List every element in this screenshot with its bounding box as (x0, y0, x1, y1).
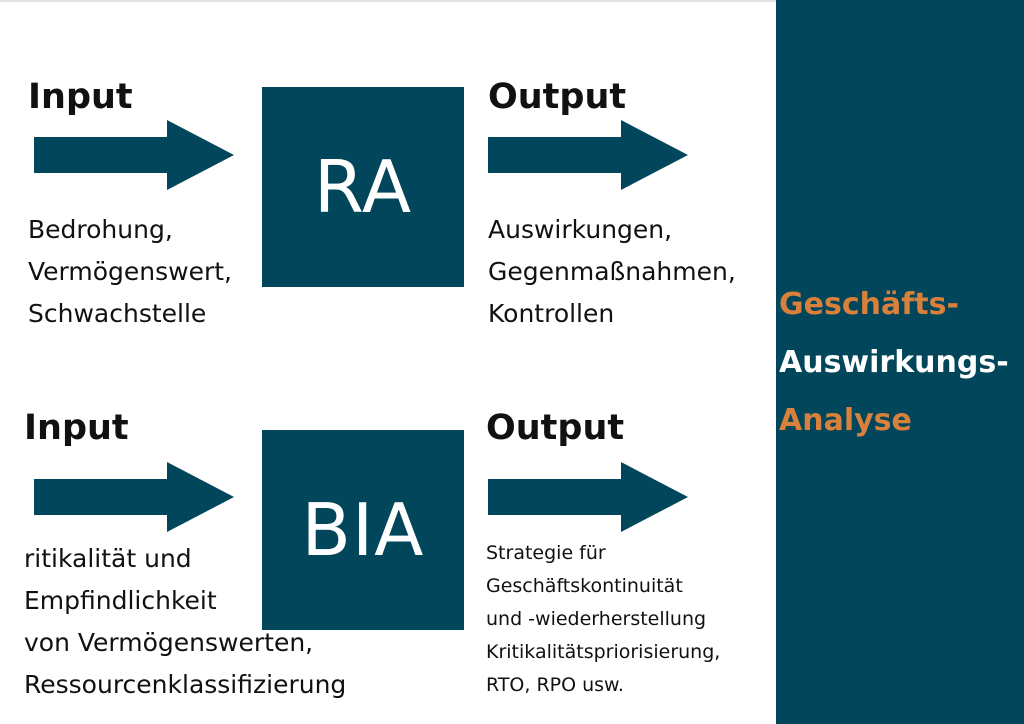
bia-input-line: Ressourcenklassifizierung (24, 670, 347, 699)
side-panel: Geschäfts- Auswirkungs- Analyse (776, 0, 1024, 724)
bia-input-line: von Vermögenswerten, (24, 628, 314, 657)
ra-output-line: Gegenmaßnahmen, (488, 257, 736, 286)
bia-input-line: ritikalität und (24, 544, 192, 573)
side-panel-title: Geschäfts- Auswirkungs- Analyse (779, 276, 1009, 450)
bia-input-text: ritikalität und Empfindlichkeit von Verm… (24, 538, 346, 706)
ra-output-arrow-icon (488, 120, 688, 190)
ra-output-text: Auswirkungen, Gegenmaßnahmen, Kontrollen (488, 209, 736, 335)
ra-input-line: Vermögenswert, (28, 257, 233, 286)
bia-output-line: RTO, RPO usw. (486, 674, 624, 696)
bia-output-label: Output (486, 408, 625, 448)
ra-input-label: Input (28, 77, 133, 117)
bia-output-line: Strategie für (486, 542, 606, 564)
bia-box-label: BIA (301, 488, 425, 572)
ra-input-line: Schwachstelle (28, 299, 207, 328)
side-panel-line-1: Geschäfts- (779, 287, 959, 322)
bia-output-line: und -wiederherstellung (486, 608, 707, 630)
bia-input-label: Input (24, 408, 129, 448)
bia-output-arrow-icon (488, 462, 688, 532)
bia-box: BIA (262, 430, 464, 630)
ra-output-label: Output (488, 77, 627, 117)
bia-output-text: Strategie für Geschäftskontinuität und -… (486, 537, 720, 702)
bia-output-line: Kritikalitätspriorisierung, (486, 641, 721, 663)
ra-output-line: Auswirkungen, (488, 215, 673, 244)
top-divider (0, 0, 776, 2)
ra-output-line: Kontrollen (488, 299, 615, 328)
ra-input-line: Bedrohung, (28, 215, 173, 244)
ra-input-text: Bedrohung, Vermögenswert, Schwachstelle (28, 209, 232, 335)
ra-box-label: RA (313, 145, 413, 229)
bia-input-line: Empfindlichkeit (24, 586, 217, 615)
ra-box: RA (262, 87, 464, 287)
side-panel-line-3: Analyse (779, 403, 912, 438)
ra-input-arrow-icon (34, 120, 234, 190)
side-panel-line-2: Auswirkungs- (779, 345, 1009, 380)
bia-input-arrow-icon (34, 462, 234, 532)
bia-output-line: Geschäftskontinuität (486, 575, 683, 597)
